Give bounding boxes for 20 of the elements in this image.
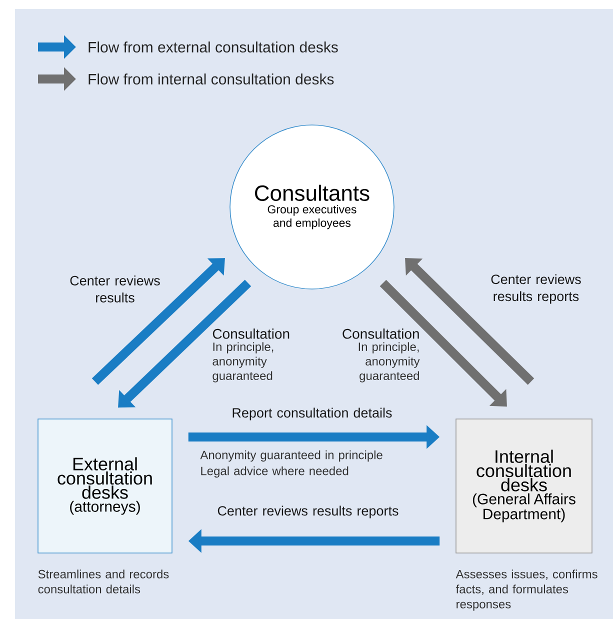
note-text: In principle, anonymity guaranteed <box>358 342 420 382</box>
edge-label: Report consultation details <box>232 408 392 420</box>
desk-box: Internal consultation desks (General Affairs Department) <box>456 418 592 554</box>
edge-label: Center reviews results reports <box>491 274 581 304</box>
caption-text: Streamlines and records consultation details <box>38 570 169 594</box>
arrow <box>118 280 252 408</box>
circle-node: Consultants Group executives and employees <box>230 124 394 290</box>
legend-text: Flow from internal consultation desks <box>88 74 334 84</box>
legend-text: Flow from external consultation desks <box>88 42 338 52</box>
edge-label: Center reviews results reports <box>218 506 398 518</box>
note-text: In principle, anonymity guaranteed <box>212 342 274 382</box>
note-text: Legal advice where needed <box>201 466 348 478</box>
edge-label: Consultation <box>342 328 419 339</box>
arrow <box>92 258 225 385</box>
desk-box: External consultation desks (attorneys) <box>38 418 172 554</box>
edge-label: Center reviews results <box>70 276 160 302</box>
arrow <box>405 258 534 385</box>
note-text: Anonymity guaranteed in principle <box>200 450 382 462</box>
caption-text: Assesses issues, confirms facts, and formulates responses <box>456 570 598 611</box>
edge-label: Consultation <box>212 328 290 339</box>
